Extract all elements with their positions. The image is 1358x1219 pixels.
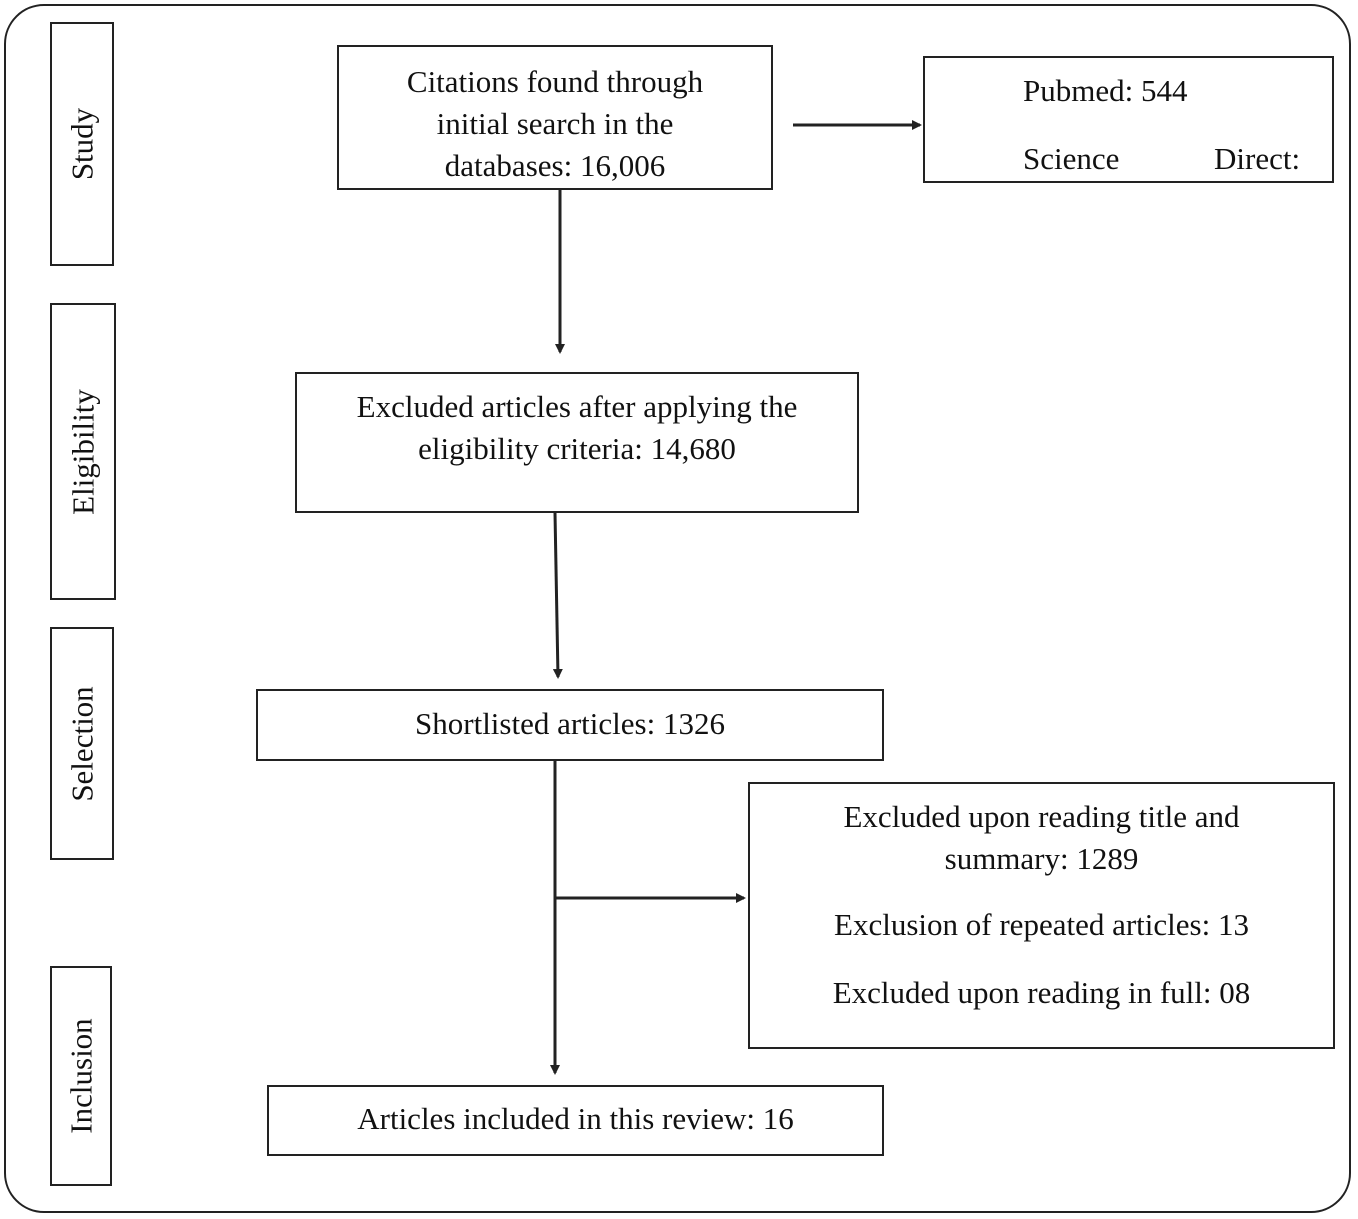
stage-study: Study [50,22,114,266]
science-label: Science [1023,141,1120,176]
stage-inclusion: Inclusion [50,966,112,1186]
excluded-eligibility-line-1: Excluded articles after applying the [356,389,798,424]
citations-line-3: databases: 16,006 [444,148,666,183]
pubmed-count: Pubmed: 544 [1023,73,1188,108]
excluded-eligibility-line-2: eligibility criteria: 14,680 [418,431,736,466]
exclusion-title-summary-line-2: summary: 1289 [944,841,1139,876]
stage-selection: Selection [50,627,114,860]
exclusions-box: Excluded upon reading title and summary:… [748,782,1335,1049]
shortlisted-text: Shortlisted articles: 1326 [415,706,725,741]
stage-eligibility: Eligibility [50,303,116,600]
exclusion-full-reading: Excluded upon reading in full: 08 [832,975,1251,1010]
citations-line-1: Citations found through [406,64,704,99]
exclusion-repeated: Exclusion of repeated articles: 13 [834,907,1249,942]
direct-label: Direct: [1214,141,1301,176]
shortlisted-box: Shortlisted articles: 1326 [256,689,884,761]
included-text: Articles included in this review: 16 [357,1101,794,1136]
sources-box: Pubmed: 544 Science Direct: [923,56,1334,183]
exclusion-title-summary-line-1: Excluded upon reading title and [843,799,1240,834]
diagram-frame [4,4,1351,1213]
citations-line-2: initial search in the [436,106,674,141]
arrow-eligibility-to-shortlisted [552,512,563,679]
excluded-eligibility-box: Excluded articles after applying the eli… [295,372,859,513]
included-box: Articles included in this review: 16 [267,1085,884,1156]
citations-box: Citations found through initial search i… [337,45,773,190]
